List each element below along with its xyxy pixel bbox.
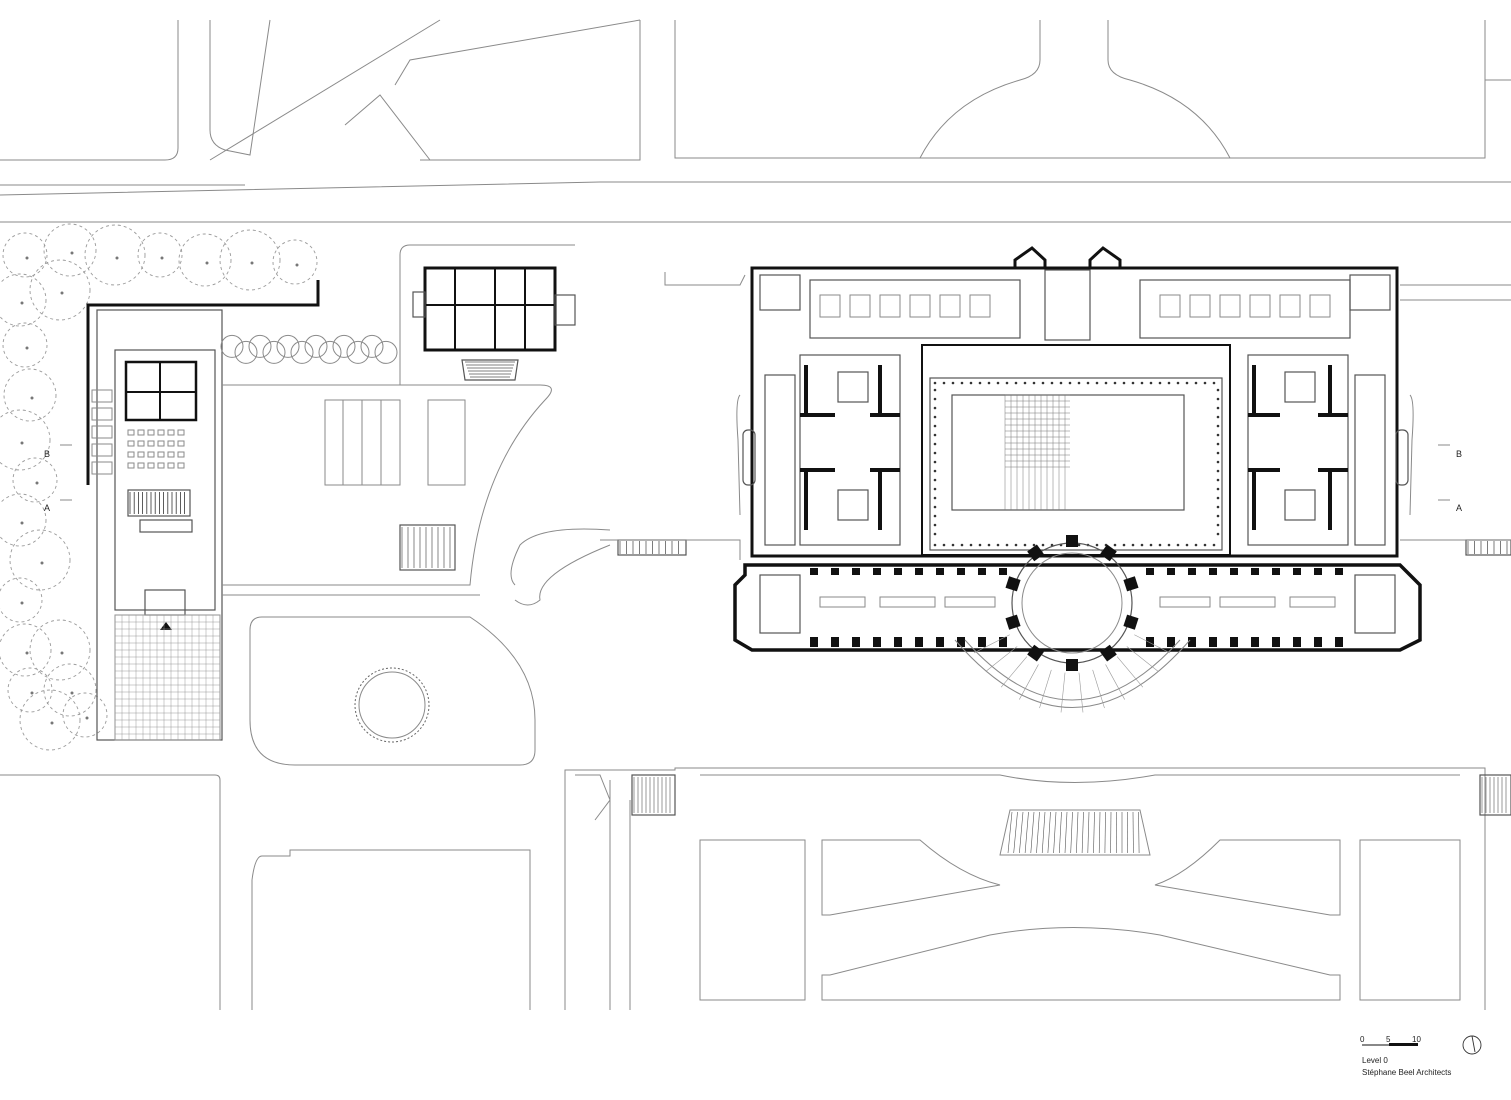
hedge-shrub-icon bbox=[360, 334, 384, 358]
tree-trunk-icon bbox=[115, 256, 119, 260]
hedge-shrub-icon bbox=[318, 340, 342, 364]
scale-tick-0: 0 bbox=[1360, 1035, 1365, 1044]
tree-canopy-icon bbox=[2, 322, 48, 368]
left-pavilion bbox=[86, 280, 320, 741]
tree-canopy-icon bbox=[0, 273, 47, 327]
tree-canopies-left bbox=[0, 223, 318, 751]
scale-bar: 0 5 10 bbox=[1360, 1035, 1421, 1046]
tree-canopy-icon bbox=[137, 232, 183, 278]
tree-trunk-icon bbox=[50, 721, 54, 725]
tree-canopy-icon bbox=[0, 493, 47, 547]
tree-canopy-icon bbox=[43, 663, 97, 717]
hedge-shrub-icon bbox=[332, 334, 356, 358]
tree-canopy-icon bbox=[19, 689, 81, 751]
hedge-shrub-icon bbox=[374, 340, 398, 364]
lower-blocks bbox=[0, 767, 1511, 1010]
section-marker-b-left: B bbox=[44, 449, 50, 459]
tree-trunk-icon bbox=[30, 691, 34, 695]
tree-trunk-icon bbox=[60, 291, 64, 295]
tree-trunk-icon bbox=[85, 716, 89, 720]
entrance-triangle-icon bbox=[160, 622, 172, 630]
tree-canopy-icon bbox=[29, 619, 91, 681]
tree-trunk-icon bbox=[20, 301, 24, 305]
section-marker-a-left: A bbox=[44, 503, 50, 513]
tree-canopy-icon bbox=[84, 224, 146, 286]
hedge-shrub-icon bbox=[262, 340, 286, 364]
section-marker-b-right: B bbox=[1456, 449, 1462, 459]
plaza bbox=[222, 384, 552, 596]
tree-canopy-icon bbox=[2, 232, 48, 278]
hedge-row bbox=[220, 334, 398, 364]
scale-tick-5: 5 bbox=[1386, 1035, 1391, 1044]
tree-canopy-icon bbox=[0, 623, 52, 677]
tree-trunk-icon bbox=[70, 691, 74, 695]
tree-trunk-icon bbox=[20, 441, 24, 445]
tree-trunk-icon bbox=[40, 561, 44, 565]
tree-trunk-icon bbox=[30, 396, 34, 400]
level-label: Level 0 bbox=[1362, 1056, 1388, 1065]
tree-canopy-icon bbox=[3, 368, 57, 422]
small-villa bbox=[399, 244, 576, 385]
hedge-shrub-icon bbox=[248, 334, 272, 358]
tree-trunk-icon bbox=[295, 263, 299, 267]
specimen-tree-icon bbox=[354, 667, 430, 743]
tree-trunk-icon bbox=[35, 481, 39, 485]
tree-canopy-icon bbox=[7, 667, 53, 713]
tree-trunk-icon bbox=[250, 261, 254, 265]
architect-credit: Stéphane Beel Architects bbox=[1362, 1068, 1451, 1077]
tree-trunk-icon bbox=[70, 251, 74, 255]
tree-canopy-icon bbox=[272, 239, 318, 285]
hedge-shrub-icon bbox=[290, 340, 314, 364]
tree-canopy-icon bbox=[9, 529, 71, 591]
north-arrow-icon bbox=[1462, 1035, 1482, 1055]
tree-trunk-icon bbox=[25, 346, 29, 350]
street bbox=[0, 181, 1511, 223]
hedge-shrub-icon bbox=[346, 340, 370, 364]
tree-canopy-icon bbox=[43, 223, 97, 277]
main-palace bbox=[600, 246, 1511, 713]
tree-canopy-icon bbox=[29, 259, 91, 321]
top-blocks bbox=[0, 19, 1511, 186]
tree-parcel bbox=[249, 528, 611, 766]
tree-trunk-icon bbox=[205, 261, 209, 265]
section-markers-right: B A bbox=[1438, 444, 1462, 513]
scale-tick-10: 10 bbox=[1412, 1035, 1421, 1044]
tree-canopy-icon bbox=[0, 409, 51, 471]
hedge-shrub-icon bbox=[276, 334, 300, 358]
tree-trunk-icon bbox=[160, 256, 164, 260]
hedge-shrub-icon bbox=[234, 340, 258, 364]
tree-canopy-icon bbox=[62, 692, 108, 738]
legend: 0 5 10 Level 0 Stéphane Beel Architects bbox=[1360, 1035, 1482, 1077]
hedge-shrub-icon bbox=[220, 334, 244, 358]
hedge-shrub-icon bbox=[304, 334, 328, 358]
tree-trunk-icon bbox=[60, 651, 64, 655]
tree-trunk-icon bbox=[20, 521, 24, 525]
section-marker-a-right: A bbox=[1456, 503, 1462, 513]
tree-trunk-icon bbox=[20, 601, 24, 605]
tree-canopy-icon bbox=[219, 229, 281, 291]
tree-canopy-icon bbox=[178, 233, 232, 287]
tree-canopy-icon bbox=[12, 457, 58, 503]
tree-trunk-icon bbox=[25, 256, 29, 260]
tree-canopy-icon bbox=[0, 577, 43, 623]
section-markers-left: B A bbox=[44, 444, 72, 513]
tree-trunk-icon bbox=[25, 651, 29, 655]
